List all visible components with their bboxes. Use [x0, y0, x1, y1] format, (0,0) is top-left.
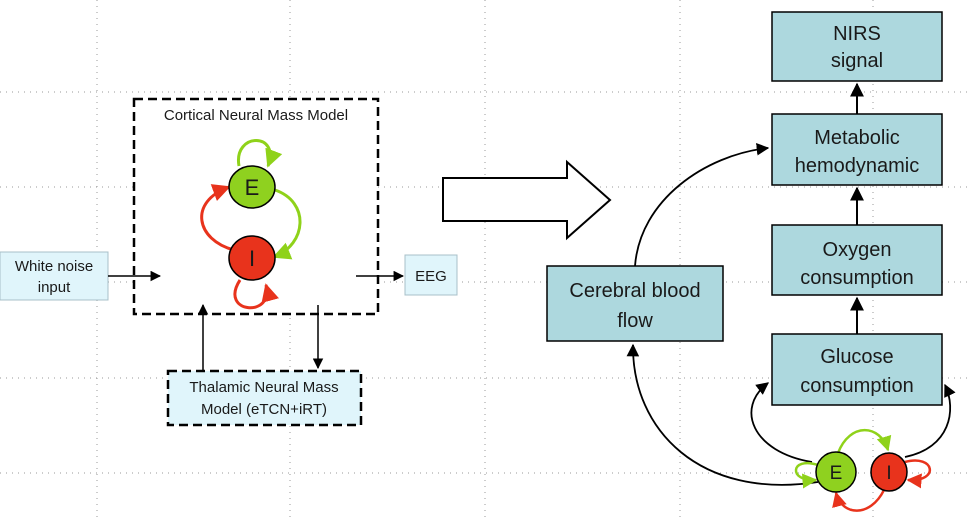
- neurons-to-glucose-right-arrow: [904, 383, 956, 458]
- thalamic-model-box: Thalamic Neural Mass Model (eTCN+iRT): [166, 369, 363, 427]
- cbf-label-line1: Cerebral blood: [569, 280, 700, 302]
- e-self-loop-arrow: [237, 139, 283, 168]
- glucose-label-line1: Glucose: [820, 346, 893, 368]
- nirs-label-line2: signal: [831, 50, 883, 72]
- small-excitatory-node: E: [815, 451, 857, 493]
- small-e-self-loop-arrow: [794, 462, 819, 489]
- i-self-loop-arrow: [233, 279, 279, 310]
- eeg-label: EEG: [415, 268, 447, 285]
- nirs-signal-box: NIRS signal: [771, 11, 943, 82]
- small-excitatory-label: E: [830, 463, 843, 484]
- excitatory-label: E: [245, 175, 260, 200]
- i-to-e-arrow: [200, 184, 235, 252]
- small-inhibitory-node: I: [870, 452, 908, 492]
- inhibitory-label: I: [249, 246, 255, 271]
- eeg-output-box: EEG: [404, 254, 458, 296]
- small-i-self-loop-arrow: [904, 459, 931, 489]
- e-to-i-arrow: [272, 188, 302, 260]
- cortical-model-title: Cortical Neural Mass Model: [164, 107, 348, 124]
- transition-hollow-arrow: [442, 159, 612, 241]
- excitatory-population-node: E: [228, 165, 276, 209]
- metabolic-label-line2: hemodynamic: [795, 155, 920, 177]
- inhibitory-population-node: I: [228, 235, 276, 281]
- small-i-to-e-arrow: [832, 489, 886, 512]
- white-noise-label-line1: White noise: [15, 258, 93, 275]
- cbf-to-metabolic-arrow: [634, 142, 770, 267]
- small-e-to-i-arrow: [836, 428, 892, 454]
- oxygen-label-line2: consumption: [800, 267, 913, 289]
- cbf-label-line2: flow: [617, 310, 653, 332]
- metabolic-label-line1: Metabolic: [814, 127, 900, 149]
- neurons-to-cbf-arrow: [626, 343, 819, 486]
- small-inhibitory-label: I: [886, 463, 891, 484]
- oxygen-label-line1: Oxygen: [823, 239, 892, 261]
- white-noise-label-line2: input: [38, 279, 71, 296]
- glucose-consumption-box: Glucose consumption: [771, 333, 943, 406]
- white-noise-input-box: White noise input: [0, 251, 109, 301]
- thalamic-label-line1: Thalamic Neural Mass: [189, 379, 338, 396]
- metabolic-hemodynamic-box: Metabolic hemodynamic: [771, 113, 943, 186]
- glucose-label-line2: consumption: [800, 375, 913, 397]
- neurons-to-glucose-left-arrow: [750, 382, 813, 463]
- cortical-model-group: Cortical Neural Mass Model E I: [132, 97, 380, 316]
- thalamic-label-line2: Model (eTCN+iRT): [201, 401, 327, 418]
- nirs-label-line1: NIRS: [833, 23, 881, 45]
- oxygen-consumption-box: Oxygen consumption: [771, 224, 943, 296]
- cerebral-blood-flow-box: Cerebral blood flow: [546, 265, 724, 342]
